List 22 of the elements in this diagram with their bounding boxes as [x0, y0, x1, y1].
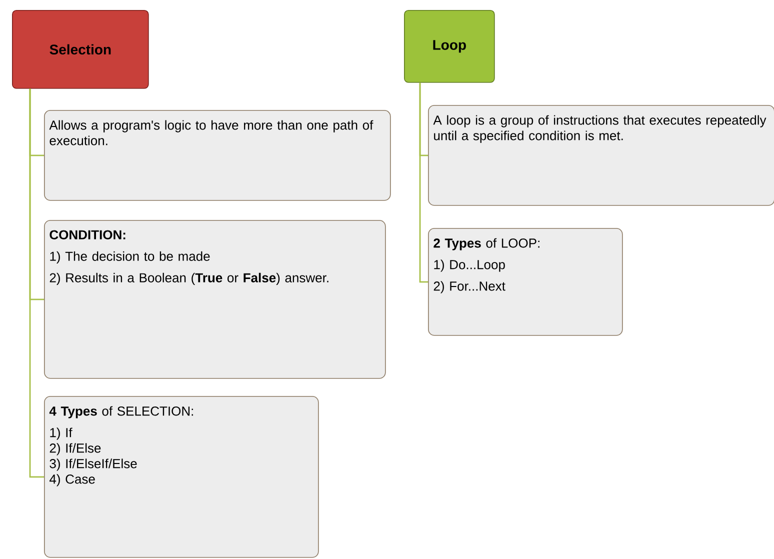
node-label: 4 Types of SELECTION:: [49, 406, 193, 418]
node-label: 1) Do...Loop: [434, 260, 505, 272]
loop-header-box: Loop: [404, 10, 495, 83]
text-box: [44, 110, 391, 201]
connector-line: [419, 82, 428, 283]
node-label: Allows a program's logic to have more than one path of execution.: [49, 120, 374, 146]
text-box: [44, 396, 319, 558]
selection-header-box: Selection: [12, 10, 149, 89]
node-label: 2) If/Else: [50, 443, 101, 456]
node-label: 2) Results in a Boolean (True or False) answer.: [50, 272, 328, 285]
node-label: 2) For...Next: [434, 281, 506, 294]
connector-line: [29, 88, 44, 478]
text-box: [44, 220, 386, 379]
node-label: 1) If: [50, 428, 72, 440]
node-label: CONDITION:: [50, 230, 126, 240]
text-box: [428, 105, 774, 206]
node-label: 3) If/ElseIf/Else: [50, 458, 137, 471]
node-label: 4) Case: [50, 474, 95, 486]
node-label: 1) The decision to be made: [50, 251, 210, 264]
node-label: A loop is a group of instructions that executes repeatedly until a specified condition is met.: [433, 115, 766, 143]
node-label: 2 Types of LOOP:: [434, 238, 540, 250]
text-box: [428, 228, 623, 336]
